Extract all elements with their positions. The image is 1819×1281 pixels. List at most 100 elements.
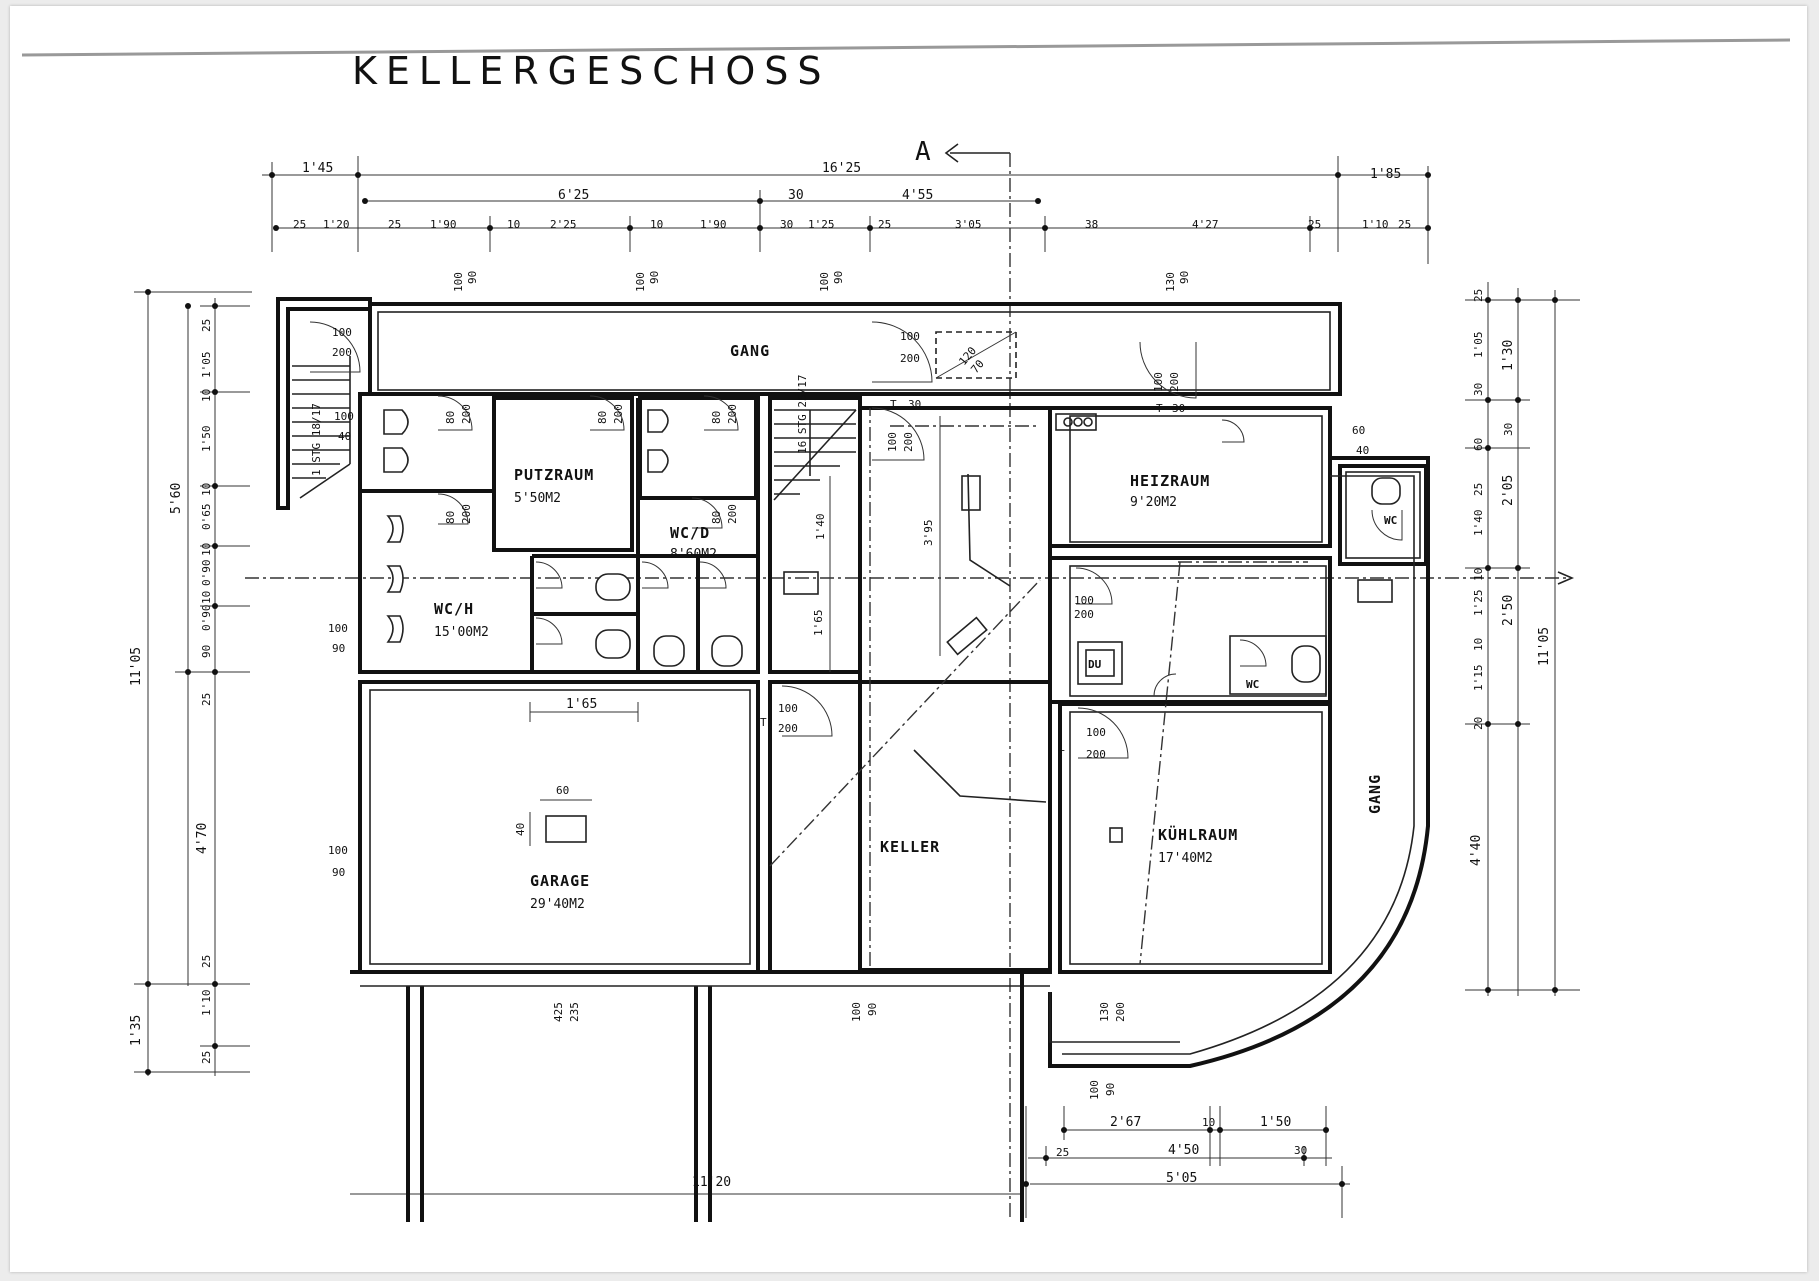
dim-bottom-f: 30 bbox=[1294, 1144, 1307, 1157]
dimensions-top bbox=[262, 156, 1431, 264]
room-wcd-label: WC/D bbox=[670, 524, 710, 542]
svg-text:T: T bbox=[1058, 748, 1065, 761]
stair-middle-info: 16 STG 25/17 bbox=[796, 375, 809, 454]
svg-text:1'90: 1'90 bbox=[430, 218, 457, 231]
stair-left-info: 1 STG 18/17 bbox=[310, 403, 323, 476]
svg-text:1'25: 1'25 bbox=[808, 218, 835, 231]
svg-text:10: 10 bbox=[200, 389, 213, 402]
svg-text:100: 100 bbox=[1074, 594, 1094, 607]
svg-text:1'15: 1'15 bbox=[1472, 665, 1485, 692]
svg-text:200: 200 bbox=[902, 432, 915, 452]
svg-text:100: 100 bbox=[850, 1002, 863, 1022]
floor-plan: KELLERGESCHOSS A 1'45 16'25 1'85 6'25 30… bbox=[21, 38, 1791, 1222]
svg-text:0'90: 0'90 bbox=[200, 605, 213, 632]
room-keller-label: KELLER bbox=[880, 838, 940, 856]
svg-text:30: 30 bbox=[1502, 423, 1515, 436]
svg-text:80: 80 bbox=[710, 411, 723, 424]
svg-text:200: 200 bbox=[1114, 1002, 1127, 1022]
svg-text:100: 100 bbox=[452, 272, 465, 292]
svg-text:100: 100 bbox=[334, 410, 354, 423]
svg-text:10: 10 bbox=[200, 591, 213, 604]
svg-text:1'10: 1'10 bbox=[200, 990, 213, 1017]
svg-text:80: 80 bbox=[444, 411, 457, 424]
dim-column-height: 40 bbox=[514, 823, 527, 836]
dim-top-mid-c: 4'55 bbox=[902, 188, 933, 203]
svg-text:60: 60 bbox=[1352, 424, 1365, 437]
svg-text:T: T bbox=[890, 398, 897, 411]
dimensions-right bbox=[1465, 282, 1580, 996]
svg-text:200: 200 bbox=[1168, 372, 1181, 392]
room-garage-label: GARAGE bbox=[530, 872, 590, 890]
svg-text:40: 40 bbox=[1356, 444, 1369, 457]
svg-text:10: 10 bbox=[1472, 638, 1485, 651]
dim-bottom-g: 5'05 bbox=[1166, 1171, 1197, 1186]
svg-text:25: 25 bbox=[200, 693, 213, 706]
room-wc-right-label: WC bbox=[1384, 514, 1397, 527]
room-gang-right-label: GANG bbox=[1366, 774, 1384, 814]
stair-left bbox=[292, 356, 351, 499]
dim-left-row: 25 1'05 10 1'50 10 0'65 10 0'90 10 0'90 … bbox=[200, 319, 213, 1064]
room-heizraum-label: HEIZRAUM bbox=[1130, 472, 1210, 490]
dim-top-mid-a: 6'25 bbox=[558, 188, 589, 203]
svg-text:25: 25 bbox=[1398, 218, 1411, 231]
svg-text:25: 25 bbox=[293, 218, 306, 231]
svg-text:T: T bbox=[1156, 402, 1163, 415]
svg-text:200: 200 bbox=[726, 504, 739, 524]
room-wcd-area: 8'60M2 bbox=[670, 547, 717, 562]
svg-text:100: 100 bbox=[634, 272, 647, 292]
svg-text:1'90: 1'90 bbox=[700, 218, 727, 231]
stair-middle-1-40: 1'40 bbox=[814, 514, 827, 541]
svg-text:425: 425 bbox=[552, 1002, 565, 1022]
svg-text:200: 200 bbox=[778, 722, 798, 735]
svg-text:25: 25 bbox=[388, 218, 401, 231]
svg-text:100: 100 bbox=[328, 622, 348, 635]
plan-title: KELLERGESCHOSS bbox=[352, 49, 831, 93]
scan-edge-line bbox=[21, 38, 1791, 57]
svg-text:80: 80 bbox=[444, 511, 457, 524]
dim-garage-width: 1'65 bbox=[566, 697, 597, 712]
svg-text:130: 130 bbox=[1164, 272, 1177, 292]
dim-right-b: 2'05 bbox=[1501, 475, 1516, 506]
dim-bottom-c: 1'50 bbox=[1260, 1115, 1291, 1130]
room-wch-area: 15'00M2 bbox=[434, 625, 489, 640]
svg-text:90: 90 bbox=[332, 642, 345, 655]
dim-top-right: 1'85 bbox=[1370, 167, 1401, 182]
svg-text:100: 100 bbox=[778, 702, 798, 715]
dim-right-total: 11'05 bbox=[1537, 627, 1552, 666]
svg-text:200: 200 bbox=[900, 352, 920, 365]
stair-landing-box bbox=[783, 571, 819, 595]
dim-left-c: 1'35 bbox=[129, 1015, 144, 1046]
dim-bottom-e: 4'50 bbox=[1168, 1143, 1199, 1158]
svg-text:10: 10 bbox=[1472, 568, 1485, 581]
dim-right-d: 4'40 bbox=[1469, 835, 1484, 866]
svg-text:30: 30 bbox=[1472, 383, 1485, 396]
svg-text:100: 100 bbox=[818, 272, 831, 292]
room-du-label: DU bbox=[1088, 658, 1102, 671]
svg-text:40: 40 bbox=[338, 430, 351, 443]
svg-text:90: 90 bbox=[466, 271, 479, 284]
svg-text:1'05: 1'05 bbox=[200, 352, 213, 379]
dim-top-total: 16'25 bbox=[822, 161, 861, 176]
svg-text:100: 100 bbox=[886, 432, 899, 452]
svg-text:200: 200 bbox=[1074, 608, 1094, 621]
dim-bottom-b: 10 bbox=[1202, 1116, 1215, 1129]
svg-text:2'25: 2'25 bbox=[550, 218, 577, 231]
fixtures bbox=[383, 331, 1401, 843]
svg-text:10: 10 bbox=[200, 483, 213, 496]
svg-text:25: 25 bbox=[878, 218, 891, 231]
dim-right-a: 1'30 bbox=[1501, 340, 1516, 371]
dim-column-width: 60 bbox=[556, 784, 569, 797]
section-arrow-icon bbox=[944, 143, 959, 163]
dim-bottom-d: 25 bbox=[1056, 1146, 1069, 1159]
dim-top-mid-b: 30 bbox=[788, 188, 804, 203]
svg-text:60: 60 bbox=[1472, 438, 1485, 451]
stair-middle-1-65: 1'65 bbox=[812, 610, 825, 637]
dim-left-b: 4'70 bbox=[195, 823, 210, 854]
svg-text:0'65: 0'65 bbox=[200, 504, 213, 531]
svg-text:90: 90 bbox=[332, 866, 345, 879]
room-putzraum-area: 5'50M2 bbox=[514, 491, 561, 506]
svg-text:20: 20 bbox=[1472, 717, 1485, 730]
svg-text:3'05: 3'05 bbox=[955, 218, 982, 231]
svg-text:1'05: 1'05 bbox=[1472, 332, 1485, 359]
svg-text:25: 25 bbox=[200, 1051, 213, 1064]
